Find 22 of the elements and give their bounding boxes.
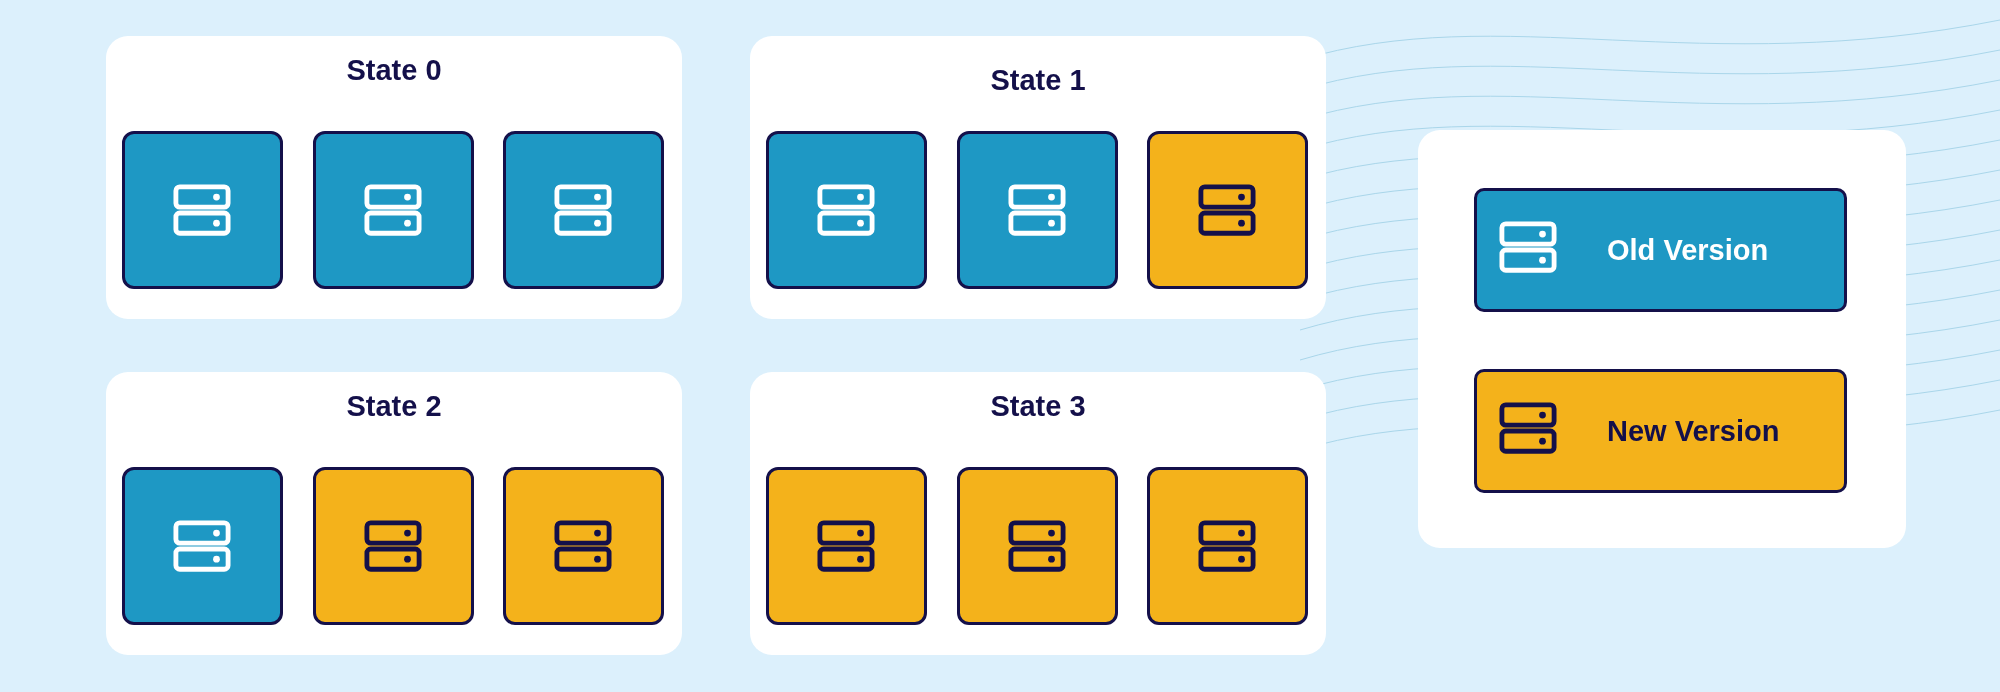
server-tile: [503, 467, 664, 625]
state-title: State 3: [989, 390, 1087, 423]
state-panel: [750, 36, 1326, 319]
state-panel: [106, 36, 682, 319]
state-panel: [750, 372, 1326, 655]
server-tile: [313, 467, 474, 625]
server-tile: [766, 467, 927, 625]
server-tile: [957, 467, 1118, 625]
state-panel: [106, 372, 682, 655]
state-title: State 1: [989, 64, 1087, 97]
server-tile: [766, 131, 927, 289]
legend-label: Old Version: [1607, 233, 1769, 268]
legend-label: New Version: [1607, 414, 1780, 449]
server-tile: [957, 131, 1118, 289]
server-tile: [503, 131, 664, 289]
server-tile: [1147, 131, 1308, 289]
server-tile: [313, 131, 474, 289]
state-title: State 0: [345, 54, 443, 87]
server-tile: [122, 467, 283, 625]
state-title: State 2: [345, 390, 443, 423]
server-tile: [122, 131, 283, 289]
server-tile: [1147, 467, 1308, 625]
